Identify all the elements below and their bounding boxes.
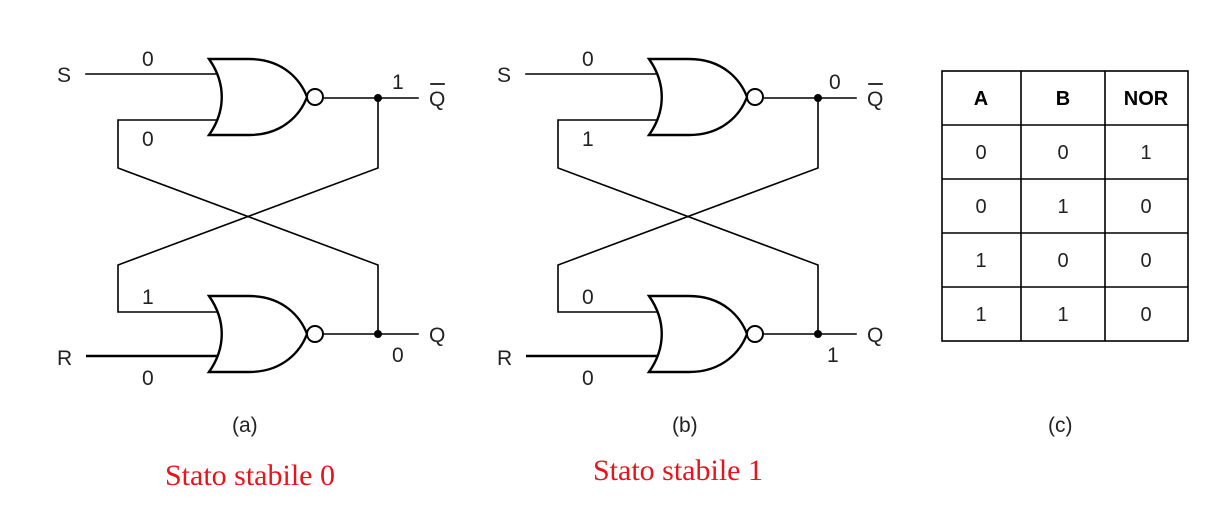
bottom-gate-feedback-wire-b: [557, 97, 819, 313]
sublabel-a: (a): [232, 414, 258, 437]
top-feedback-value-b: 1: [582, 128, 594, 151]
caption-a: Stato stabile 0: [165, 459, 335, 492]
caption-b: Stato stabile 1: [593, 454, 763, 487]
bottom-nor-gate-b: [647, 294, 749, 374]
bottom-gate-feedback-wire-a: [117, 97, 379, 313]
truth-table-cell: 0: [975, 196, 986, 218]
top-feedback-value-a: 0: [142, 128, 154, 151]
q-label-a: Q: [429, 324, 445, 347]
top-gate-feedback-wire-a: [117, 119, 379, 335]
truth-table-border: [941, 70, 1189, 342]
s-label-b: S: [497, 64, 511, 87]
q-value-b: 1: [827, 344, 839, 367]
bottom-feedback-value-a: 1: [142, 286, 154, 309]
qbar-junction-dot-b: [814, 94, 822, 102]
truth-table-cell: 0: [1140, 304, 1151, 326]
q-value-a: 0: [392, 344, 404, 367]
qbar-junction-dot-a: [374, 94, 382, 102]
r-label-b: R: [497, 347, 512, 370]
truth-table-cell: 1: [975, 250, 986, 272]
bottom-nor-bubble-a: [306, 325, 324, 343]
truth-table-cell: 0: [1057, 250, 1068, 272]
bottom-nor-gate-a: [207, 294, 309, 374]
truth-table-header: A: [974, 88, 988, 110]
truth-table-header: NOR: [1124, 88, 1169, 110]
qbar-label-a: Q: [429, 88, 445, 111]
qbar-value-b: 0: [829, 71, 841, 94]
q-junction-dot-b: [814, 330, 822, 338]
top-nor-gate-a: [207, 57, 309, 137]
truth-table-cell: 0: [1140, 250, 1151, 272]
qbar-value-a: 1: [392, 71, 404, 94]
truth-table-cell: 1: [1057, 196, 1068, 218]
top-gate-feedback-wire-b: [557, 119, 819, 335]
s-value-a: 0: [142, 48, 154, 71]
latch-diagram-b: S R Q Q 0 1 0 0 0 1 (b) Stato stabile 1: [497, 48, 883, 487]
top-nor-bubble-b: [746, 88, 764, 106]
sublabel-b: (b): [672, 414, 698, 437]
bottom-feedback-value-b: 0: [582, 286, 594, 309]
qbar-label-b: Q: [867, 88, 883, 111]
truth-table-cell: 1: [1057, 304, 1068, 326]
truth-table-cell: 0: [975, 142, 986, 164]
truth-table-cell: 0: [1140, 196, 1151, 218]
truth-table-cell: 1: [975, 304, 986, 326]
r-value-a: 0: [142, 367, 154, 390]
truth-table-header: B: [1056, 88, 1070, 110]
sublabel-c: (c): [1048, 414, 1073, 437]
latch-diagram-a: S R Q Q 0 0 1 1 0 0 (a) Stato stabile 0: [57, 48, 445, 492]
nor-truth-table: A B NOR 0 0 1 0 1 0 1 0 0 1 1 0 (c): [941, 70, 1189, 437]
q-junction-dot-a: [374, 330, 382, 338]
truth-table-cell: 1: [1140, 142, 1151, 164]
top-nor-bubble-a: [306, 88, 324, 106]
s-value-b: 0: [582, 48, 594, 71]
r-value-b: 0: [582, 367, 594, 390]
truth-table-cell: 0: [1057, 142, 1068, 164]
s-label-a: S: [57, 64, 71, 87]
truth-table-grid: [942, 71, 1188, 341]
q-label-b: Q: [867, 324, 883, 347]
top-nor-gate-b: [647, 57, 749, 137]
r-label-a: R: [57, 347, 72, 370]
bottom-nor-bubble-b: [746, 325, 764, 343]
